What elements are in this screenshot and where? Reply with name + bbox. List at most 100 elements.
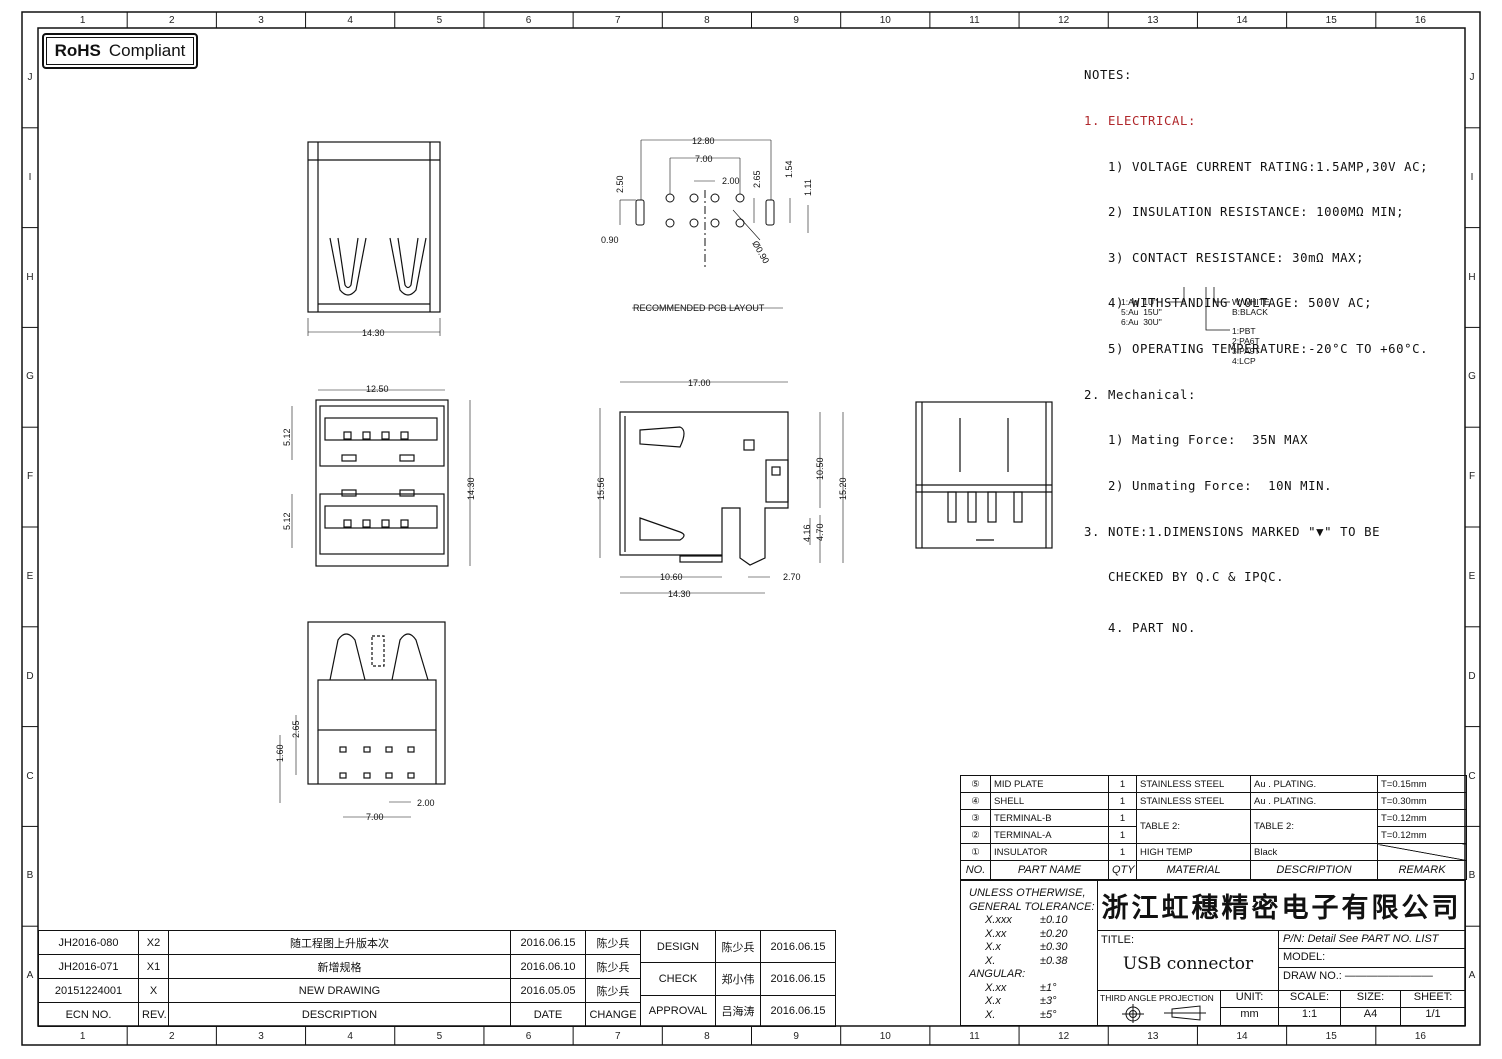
front-view bbox=[291, 389, 471, 567]
tolerance-format: X. bbox=[985, 1008, 996, 1021]
dim-pcb-2-65: 2.65 bbox=[752, 170, 762, 188]
tolerance-heading-2: GENERAL TOLERANCE: bbox=[969, 900, 1095, 913]
bom-material: TABLE 2: bbox=[1136, 809, 1251, 844]
dim-top-width: 14.30 bbox=[362, 328, 385, 338]
bom-remark: T=0.30mm bbox=[1377, 792, 1467, 810]
bom-material: STAINLESS STEEL bbox=[1136, 792, 1251, 810]
notes: NOTES: 1. ELECTRICAL: 1) VOLTAGE CURRENT… bbox=[1084, 38, 1428, 651]
header-part-name: PART NAME bbox=[990, 860, 1109, 880]
header-material: MATERIAL bbox=[1136, 860, 1251, 880]
tolerance-format: X. bbox=[985, 954, 996, 967]
dim-front-5-12-top: 5.12 bbox=[282, 428, 292, 446]
tolerance-row: X.x±3° bbox=[969, 995, 1097, 1009]
rev-description: NEW DRAWING bbox=[168, 978, 511, 1003]
rev-date: 2016.06.15 bbox=[510, 930, 586, 955]
rev-change: 陈少兵 bbox=[585, 954, 641, 979]
column-label: 16 bbox=[1414, 15, 1426, 26]
dim-side-15-56: 15.56 bbox=[596, 477, 606, 500]
note-m2: 2) Unmating Force: 10N MIN. bbox=[1084, 478, 1333, 493]
tolerance-row: X.xx±1° bbox=[969, 982, 1097, 996]
approval-role: APPROVAL bbox=[640, 995, 716, 1027]
row-label: H bbox=[26, 271, 34, 283]
notes-mechanical: 2. Mechanical: bbox=[1084, 387, 1197, 402]
dim-side-17-00: 17.00 bbox=[688, 378, 711, 388]
dim-side-14-30: 14.30 bbox=[668, 589, 691, 599]
rev-rev: X2 bbox=[138, 930, 169, 955]
dim-bottom-1-60: 1.60 bbox=[275, 744, 285, 762]
top-view bbox=[307, 141, 441, 336]
rev-change: 陈少兵 bbox=[585, 978, 641, 1003]
angular-label: ANGULAR: bbox=[969, 968, 1026, 980]
rev-date: 2016.06.10 bbox=[510, 954, 586, 979]
header-ecn: ECN NO. bbox=[38, 1002, 139, 1027]
row-label: G bbox=[26, 371, 34, 383]
column-label: 14 bbox=[1236, 1031, 1248, 1042]
company-name: 浙江虹穗精密电子有限公司 bbox=[1097, 880, 1466, 931]
approval-date: 2016.06.15 bbox=[760, 995, 836, 1027]
header-description: DESCRIPTION bbox=[168, 1002, 511, 1027]
legend-material: 1:PBT 2:PA6T 3:PA9T 4:LCP bbox=[1232, 326, 1260, 366]
tolerance-format: X.x bbox=[985, 941, 1001, 953]
dim-pcb-12-80: 12.80 bbox=[692, 136, 715, 146]
row-label: C bbox=[1468, 770, 1476, 782]
column-label: 4 bbox=[347, 15, 353, 26]
bom-no: ⑤ bbox=[960, 775, 991, 793]
unit-label: UNIT: bbox=[1220, 990, 1279, 1008]
header-description: DESCRIPTION bbox=[1250, 860, 1378, 880]
notes-electrical: 1. ELECTRICAL: bbox=[1084, 114, 1197, 129]
column-label: 3 bbox=[258, 15, 264, 26]
column-label: 5 bbox=[436, 15, 443, 26]
legend-plating: 1:Au 1U" 5:Au 15U" 6:Au 30U" bbox=[1121, 297, 1162, 327]
row-label: E bbox=[1468, 570, 1476, 582]
tolerance-row: X. ±5° bbox=[969, 1009, 1097, 1023]
bom-material: HIGH TEMP bbox=[1136, 843, 1251, 861]
model: MODEL: bbox=[1278, 948, 1466, 968]
tolerance-value: ±5° bbox=[1040, 1008, 1057, 1021]
dim-front-14-30: 14.30 bbox=[466, 477, 476, 500]
pcb-layout bbox=[619, 139, 809, 309]
bom-qty: 1 bbox=[1108, 809, 1137, 827]
rev-ecn: JH2016-080 bbox=[38, 930, 139, 955]
header-rev: REV. bbox=[138, 1002, 169, 1027]
dim-pcb-0-90: 0.90 bbox=[601, 235, 619, 245]
bom-description: Au . PLATING. bbox=[1250, 792, 1378, 810]
bom-no: ③ bbox=[960, 809, 991, 827]
header-change: CHANGE bbox=[585, 1002, 641, 1027]
dim-side-4-70: 4.70 bbox=[815, 523, 825, 541]
column-label: 9 bbox=[793, 15, 799, 26]
scale-value: 1:1 bbox=[1278, 1007, 1341, 1026]
row-label: G bbox=[1468, 371, 1476, 383]
header-no: NO. bbox=[960, 860, 991, 880]
approval-name: 吕海涛 bbox=[715, 995, 761, 1027]
note-e3: 3) CONTACT RESISTANCE: 30mΩ MAX; bbox=[1084, 250, 1365, 265]
approval-date: 2016.06.15 bbox=[760, 930, 836, 963]
note-3b: CHECKED BY Q.C & IPQC. bbox=[1084, 570, 1285, 585]
dim-side-10-50: 10.50 bbox=[815, 457, 825, 480]
row-label: E bbox=[26, 570, 34, 582]
rev-rev: X1 bbox=[138, 954, 169, 979]
drawing-title: USB connector bbox=[1122, 954, 1254, 974]
tolerance-value: ±1° bbox=[1040, 981, 1057, 994]
column-label: 7 bbox=[614, 15, 621, 26]
note-3a: 3. NOTE:1.DIMENSIONS MARKED "▼" TO BE bbox=[1084, 524, 1381, 539]
row-label: B bbox=[26, 870, 34, 882]
dim-pcb-1-11: 1.11 bbox=[803, 179, 813, 196]
row-label: C bbox=[26, 770, 34, 782]
third-angle-projection-icon bbox=[1122, 1004, 1206, 1023]
column-label: 5 bbox=[436, 1031, 443, 1042]
rohs-label: RoHS bbox=[54, 41, 101, 60]
size-value: A4 bbox=[1340, 1007, 1401, 1026]
column-label: 6 bbox=[525, 1031, 532, 1042]
row-label: J bbox=[1469, 71, 1475, 83]
rev-rev: X bbox=[138, 978, 169, 1003]
row-label: D bbox=[26, 670, 34, 682]
rev-description: 新增规格 bbox=[168, 954, 511, 979]
